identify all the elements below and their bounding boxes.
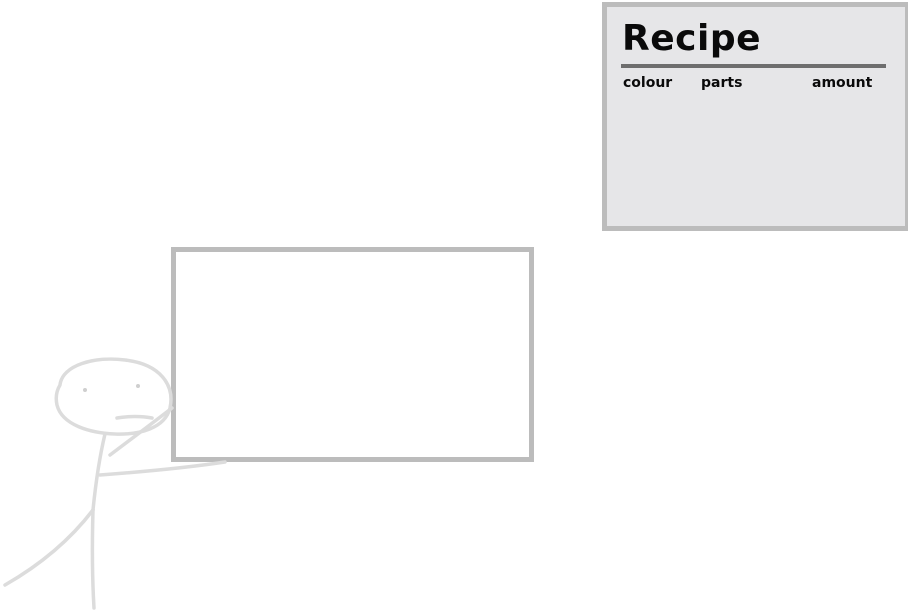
column-header-colour: colour [623, 75, 673, 91]
column-header-amount: amount [812, 75, 873, 91]
recipe-rows-area [621, 97, 886, 215]
painting-canvas[interactable] [171, 247, 534, 462]
stick-figure-painter-icon [3, 357, 227, 610]
recipe-title-divider [621, 64, 886, 68]
recipe-card: Recipe colour parts amount [602, 2, 908, 231]
recipe-title: Recipe [622, 18, 762, 59]
column-header-parts: parts [701, 75, 743, 91]
